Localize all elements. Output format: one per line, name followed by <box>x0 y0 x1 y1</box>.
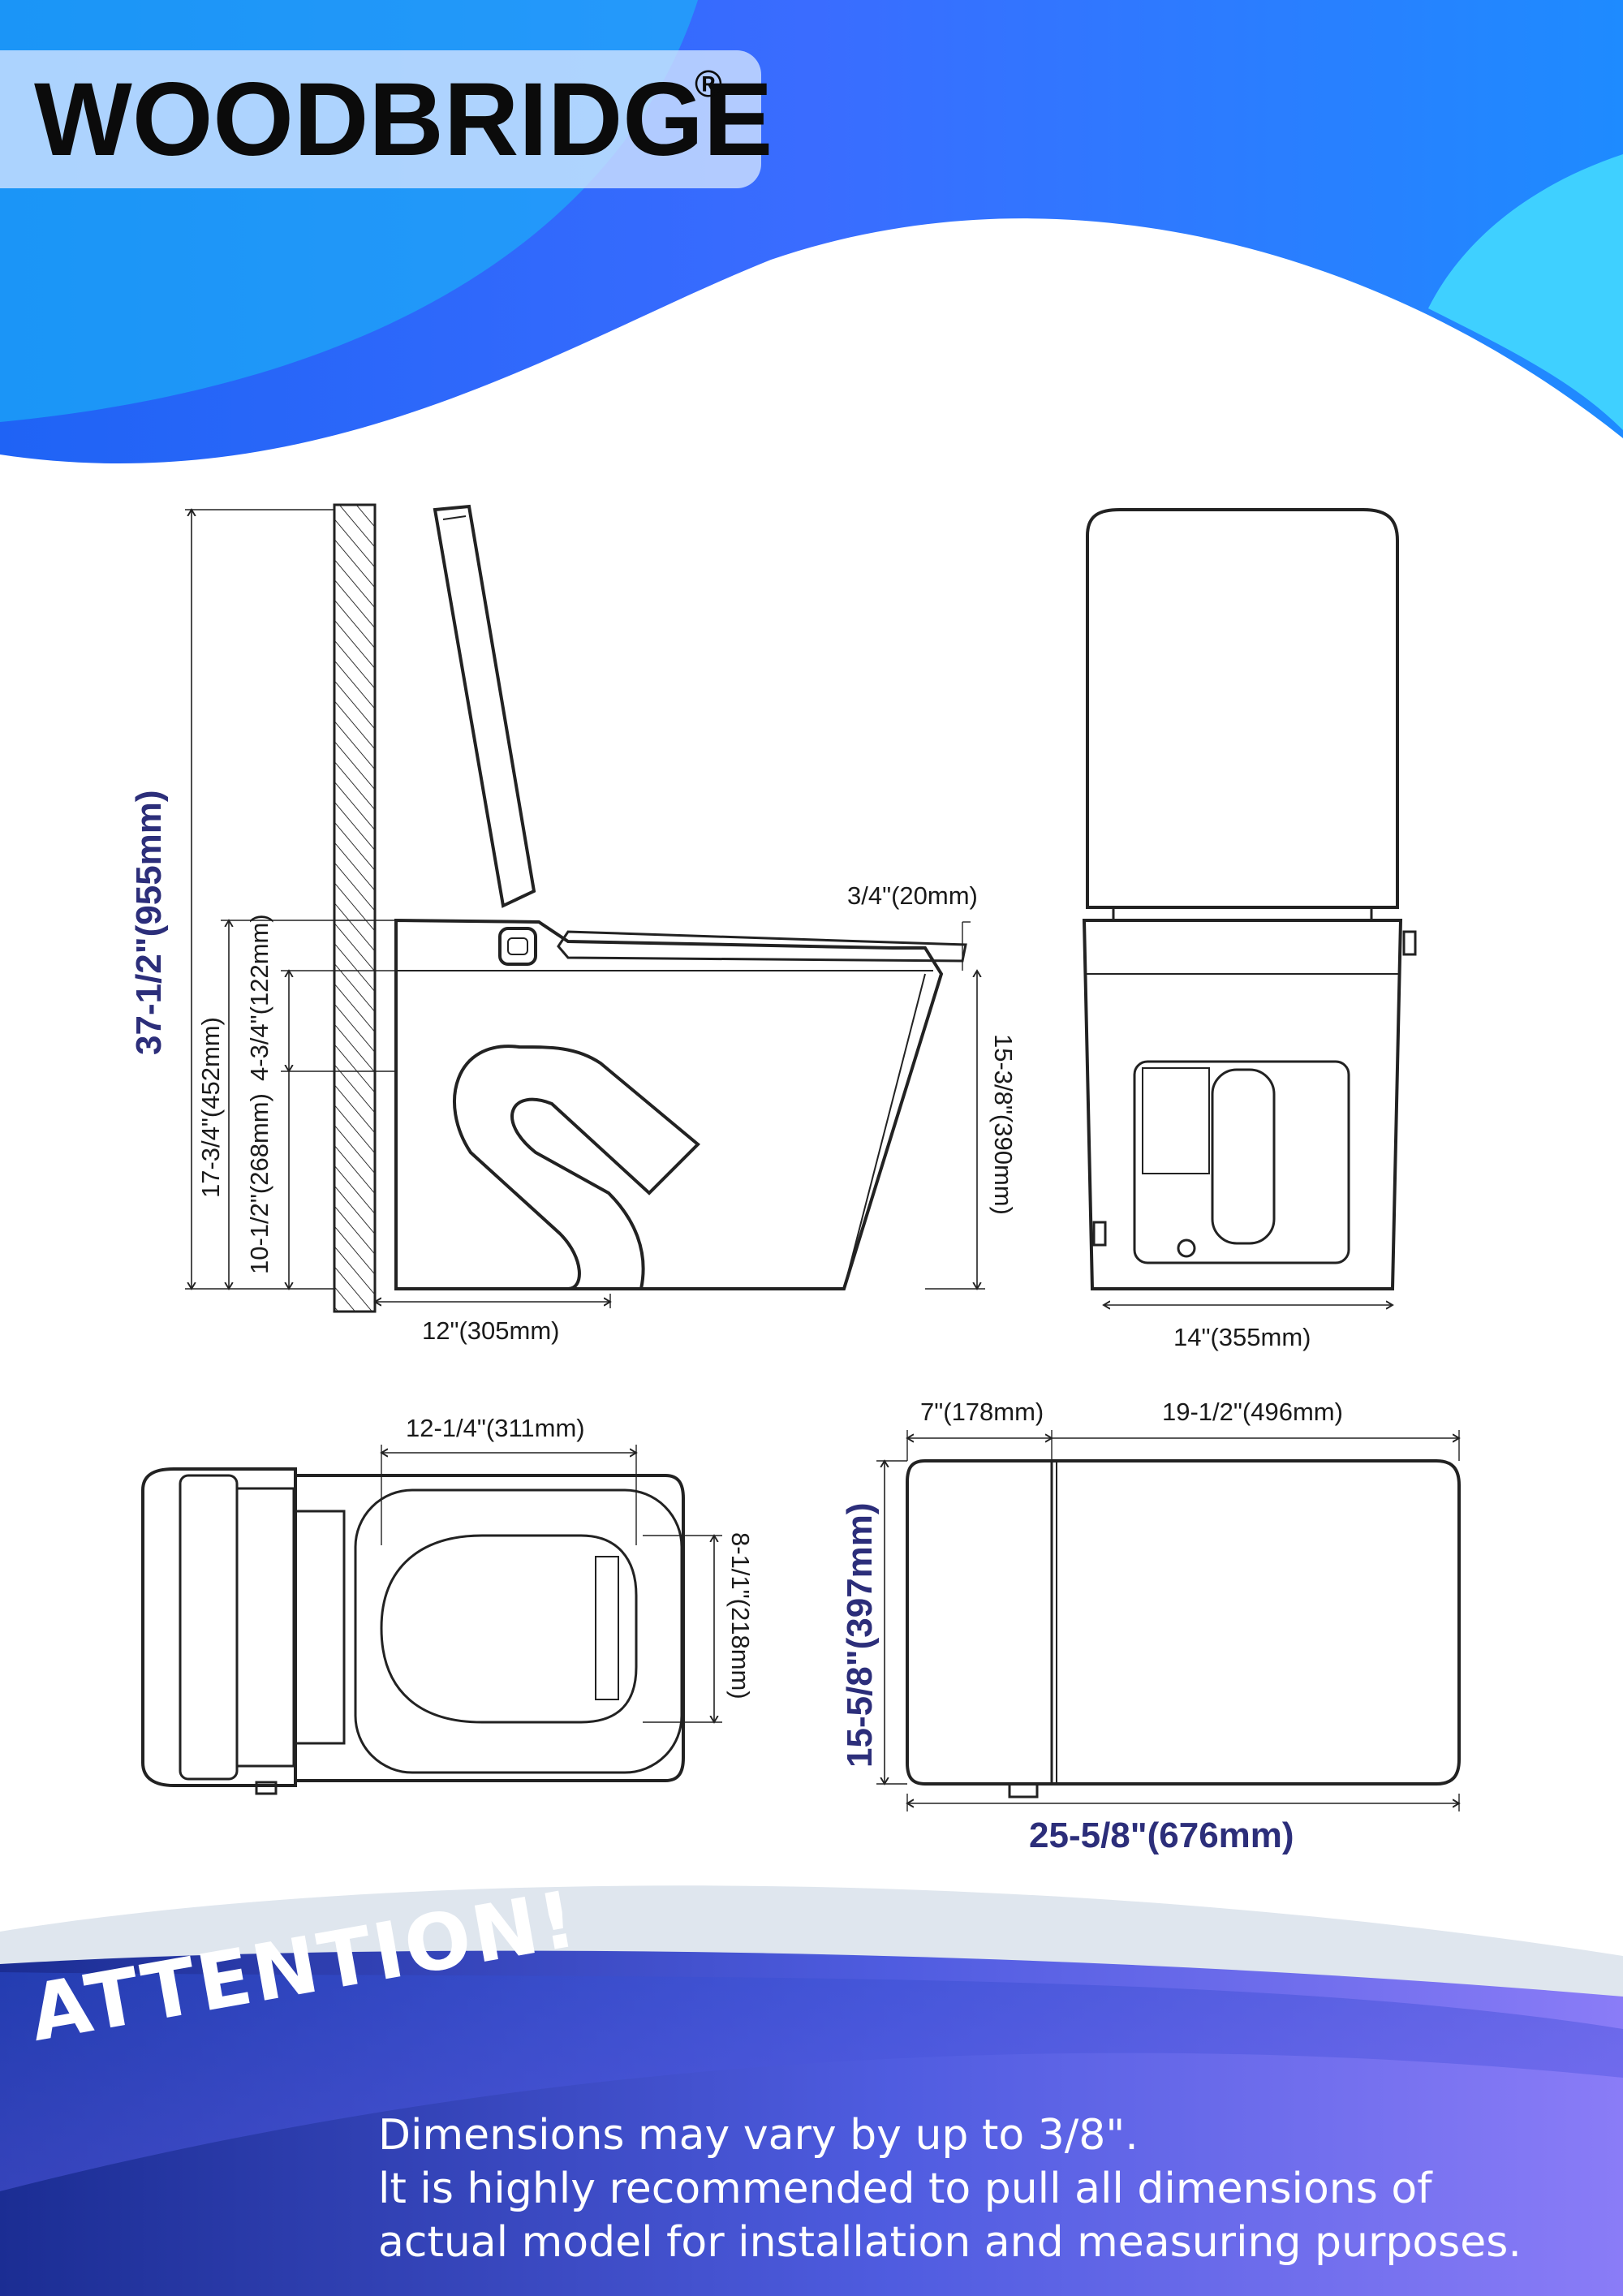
gap-lower-label: 10-1/2"(268mm) <box>245 1093 273 1274</box>
bowl-depth-label: 19-1/2"(496mm) <box>1162 1398 1343 1426</box>
notice-line-1: Dimensions may vary by up to 3/8". <box>378 2111 1139 2160</box>
wall-hatch <box>333 503 377 1313</box>
trapway <box>453 1045 700 1290</box>
front-bowl <box>1133 1060 1350 1264</box>
front-body <box>1082 919 1403 1290</box>
bowl-length-label: 12-1/4"(311mm) <box>406 1414 585 1442</box>
front-lid <box>1086 508 1399 909</box>
top-body <box>295 1474 685 1782</box>
side-view <box>185 503 985 1313</box>
top-view <box>141 1445 722 1795</box>
bowl-opening <box>380 1534 638 1724</box>
tank-depth-label: 7"(178mm) <box>920 1398 1044 1426</box>
brand-logo: WOODBRIDGE <box>34 62 773 178</box>
gap-upper-label: 4-3/4"(122mm) <box>245 914 273 1081</box>
toilet-body <box>394 918 944 1290</box>
plan-outline <box>906 1459 1461 1786</box>
overall-length-label: 25-5/8"(676mm) <box>1029 1816 1294 1855</box>
plan-view <box>876 1430 1461 1811</box>
seat <box>557 930 967 963</box>
rough-in-label: 12"(305mm) <box>422 1316 560 1345</box>
brand-banner <box>0 50 761 188</box>
registered-mark: ® <box>695 62 722 105</box>
lid <box>433 504 536 908</box>
front-view <box>1082 508 1417 1305</box>
overall-width-label: 15-5/8"(397mm) <box>840 1502 880 1768</box>
control-button <box>498 927 537 966</box>
overall-height-label: 37-1/2"(955mm) <box>129 790 169 1055</box>
top-tank <box>141 1467 297 1787</box>
seat-thickness-label: 3/4"(20mm) <box>847 881 978 910</box>
header-wave-cyan-right <box>1428 154 1623 430</box>
seat-ring <box>354 1488 683 1774</box>
seat-height-label: 17-3/4"(452mm) <box>196 1017 225 1198</box>
front-width-label: 14"(355mm) <box>1173 1323 1311 1351</box>
body-height-label: 15-3/8"(390mm) <box>989 1034 1018 1215</box>
attention-notice: Dimensions may vary by up to 3/8". lt is… <box>378 2109 1595 2269</box>
bowl-width-label: 8-1/1"(218mm) <box>726 1532 755 1699</box>
notice-line-2: lt is highly recommended to pull all dim… <box>378 2165 1432 2213</box>
footer-wave-dark <box>0 1972 1623 2191</box>
notice-line-3: actual model for installation and measur… <box>378 2218 1522 2267</box>
